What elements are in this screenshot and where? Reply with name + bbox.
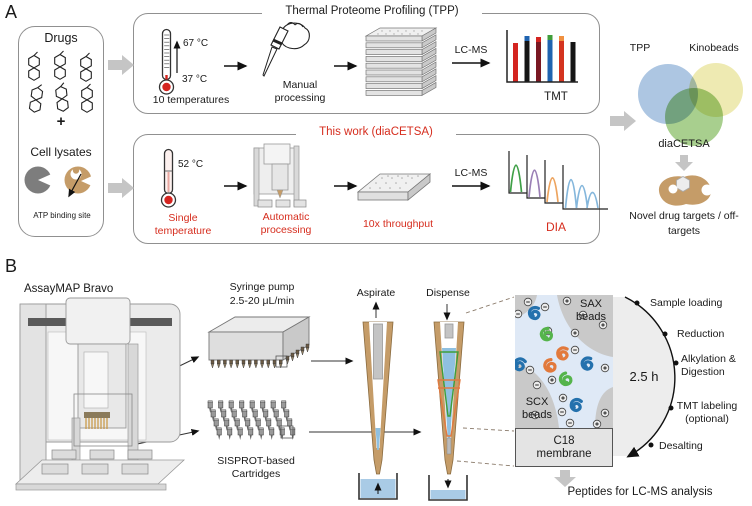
dashed-callout-top (465, 296, 515, 314)
output-label: Peptides for LC-MS analysis (567, 486, 713, 498)
aspirate-beaker-icon (358, 473, 398, 500)
dispense-syringe-icon (433, 321, 465, 475)
workflow-step-reduction: Reduction (677, 328, 725, 340)
robot-icon (253, 143, 307, 208)
dispense-label: Dispense (426, 287, 470, 299)
scx-beads-label: SCX beads (522, 396, 552, 421)
pipette-hand-icon (262, 22, 310, 77)
arrow-drugs-to-diacetsa (108, 178, 134, 198)
workflow-arc-fill (612, 297, 675, 456)
single-temperature-label: Single temperature (154, 212, 212, 237)
cartridges-label: SISPROT-based Cartridges (217, 455, 295, 480)
drugs-label: Drugs (44, 31, 78, 45)
plate-stack-icon (364, 27, 438, 96)
beads-zoom-panel: SAX beads SCX beads (515, 295, 613, 428)
dia-chart-icon (508, 151, 608, 210)
cartridges-icon (207, 400, 296, 441)
temp-high-label: 67 °C (183, 38, 209, 49)
cell-lysates-label: Cell lysates (30, 145, 92, 159)
dashed-callout-bottom (456, 460, 515, 467)
drugs-box (18, 26, 104, 237)
syringe-pump-label: Syringe pump (229, 281, 295, 293)
c18-membrane-label: C18 membrane (536, 434, 592, 460)
aspirate-syringe-icon (362, 321, 394, 475)
aspirate-label: Aspirate (356, 287, 396, 299)
flow-rate-label: 2.5-20 μL/min (229, 295, 295, 307)
arrow-boxes-to-venn (610, 111, 636, 131)
workflow-step-desalting: Desalting (659, 440, 703, 452)
venn-kinobeads-label: Kinobeads (689, 42, 739, 54)
workflow-step-sample-loading: Sample loading (650, 297, 723, 309)
manual-processing-label: Manual processing (274, 79, 326, 104)
thermometer-range-icon (158, 28, 175, 95)
diacetsa-box-title: This work (diaCETSA) (296, 126, 456, 138)
sax-beads-label: SAX beads (576, 298, 606, 323)
arrow-c18-to-output (554, 470, 576, 487)
tmt-label: TMT (544, 91, 568, 103)
protein-lysates-icon (24, 166, 92, 198)
temperatures-count-label: 10 temperatures (152, 94, 230, 106)
panel-a-label: A (5, 2, 18, 22)
drug-molecules-icon (28, 50, 93, 114)
atp-binding-site-label: ATP binding site (33, 211, 91, 220)
venn-diacetsa-label: diaCETSA (658, 138, 710, 150)
workflow-step-tmt-labeling: TMT labeling (optional) (676, 400, 738, 425)
venn-tpp-label: TPP (629, 42, 651, 54)
beads-graphic-icon (515, 295, 613, 428)
dispense-beaker-icon (428, 475, 468, 501)
workflow-arc (624, 296, 676, 458)
c18-membrane-box: C18 membrane (515, 428, 613, 467)
workflow-step-alkylation-digestion: Alkylation & Digestion (681, 353, 736, 378)
duration-label: 2.5 h (629, 369, 659, 384)
temp-low-label: 37 °C (182, 74, 208, 85)
tmt-chart-icon (506, 30, 578, 83)
dashed-callout-mid (462, 427, 515, 432)
arrow-drugs-to-tpp (108, 55, 134, 75)
arrow-venn-to-target (675, 155, 693, 171)
temp-single-label: 52 °C (178, 159, 204, 170)
tpp-box-title: Thermal Proteome Profiling (TPP) (262, 5, 482, 17)
dia-label: DIA (545, 220, 566, 234)
drug-target-icon (658, 175, 713, 206)
bravo-instrument-icon (14, 297, 186, 491)
panel-b-label: B (5, 256, 18, 276)
microplate-icon (356, 173, 432, 201)
syringe-pump-icon (207, 316, 311, 369)
lcms-label-dia: LC-MS (454, 167, 488, 179)
outcome-label: Novel drug targets / off-targets (629, 210, 739, 237)
venn-diagram-icon (638, 63, 743, 146)
thermometer-single-icon (160, 148, 177, 208)
throughput-label: 10x throughput (362, 218, 434, 230)
instrument-name-label: AssayMAP Bravo (24, 283, 114, 295)
plus-sign: + (56, 113, 66, 130)
lcms-label-tpp: LC-MS (454, 44, 488, 56)
workflow-step-dots (634, 300, 679, 448)
automatic-processing-label: Automatic processing (260, 211, 312, 236)
